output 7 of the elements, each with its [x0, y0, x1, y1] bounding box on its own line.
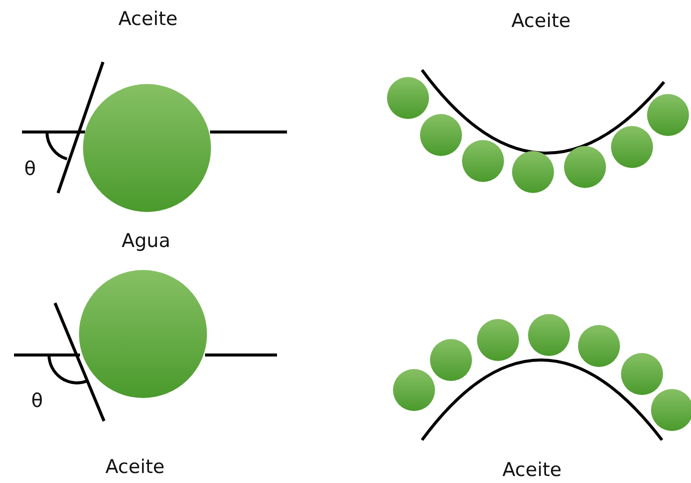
- medium-label: Aceite: [105, 458, 165, 477]
- angle-symbol: θ: [31, 392, 43, 411]
- medium-label: Aceite: [511, 12, 571, 31]
- medium-label: Agua: [122, 232, 170, 251]
- angle-symbol: θ: [24, 160, 36, 179]
- medium-label: Aceite: [118, 10, 178, 29]
- medium-label: Aceite: [502, 461, 562, 480]
